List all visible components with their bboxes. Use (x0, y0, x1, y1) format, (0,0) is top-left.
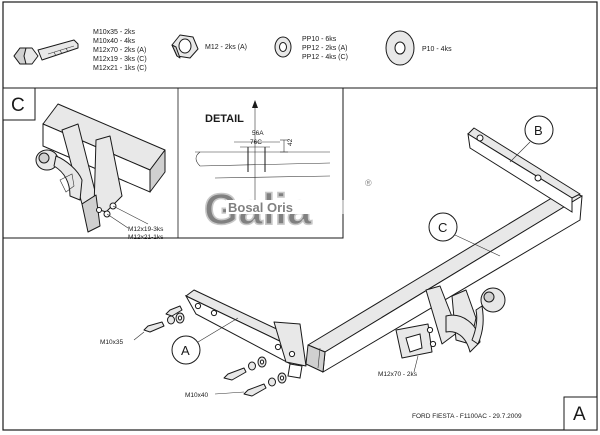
legend-small-washer-list: PP10 - 6ks PP12 - 2ks (A) PP12 - 4ks (C) (302, 36, 348, 61)
svg-text:C: C (438, 220, 447, 235)
legend-washer-line: PP12 - 2ks (A) (302, 45, 348, 52)
main-crossbar (305, 189, 583, 373)
legend-bolt-list: M10x35 - 2ks M10x40 - 4ks M12x70 - 2ks (… (93, 29, 147, 72)
legend-large-washer-label: P10 - 4ks (422, 46, 452, 53)
legend-bolt-line: M12x19 - 3ks (C) (93, 56, 147, 63)
svg-text:B: B (534, 123, 543, 138)
detail-dim-c: 76C (250, 139, 262, 146)
inset-bracket (35, 103, 166, 233)
watermark-reg: ® (365, 178, 372, 188)
detail-dim-v: 42 (287, 138, 294, 146)
left-side-arm (184, 289, 307, 379)
sheet-letter: A (573, 404, 586, 425)
towball-assembly (395, 285, 506, 373)
legend-nut-label: M12 - 2ks (A) (205, 44, 247, 51)
label-m12x70: M12x70 - 2ks (378, 371, 418, 378)
inset-bolt-label: M12x19-3ks (128, 226, 164, 233)
callout-a: A (171, 317, 239, 365)
inset-frame (2, 87, 344, 239)
title-block-model: FORD FIESTA - F1100AC - 29.7.2009 (412, 413, 522, 420)
inset-section-box (2, 87, 36, 121)
inset-section-letter: C (11, 95, 25, 116)
legend-large-washer (385, 30, 415, 66)
legend-bolt-line: M12x21 - 1ks (C) (93, 65, 147, 72)
legend-nut (171, 34, 199, 59)
label-m10x35: M10x35 (100, 339, 124, 346)
hardware-bottom (214, 356, 287, 397)
hardware-left (133, 305, 185, 341)
detail-dim-a: 56A (252, 130, 264, 137)
sheet-letter-box (563, 396, 598, 431)
detail-drawing (195, 100, 331, 200)
callout-c: C (428, 212, 501, 257)
legend-small-washer (274, 36, 292, 58)
label-m10x40: M10x40 (185, 392, 209, 399)
legend-washer-line: PP12 - 4ks (C) (302, 54, 348, 61)
detail-title: DETAIL (205, 113, 244, 125)
legend-washer-line: PP10 - 6ks (302, 36, 337, 43)
right-side-arm (467, 127, 581, 213)
legend-bolt-line: M10x40 - 4ks (93, 38, 136, 45)
legend-bolt-line: M12x70 - 2ks (A) (93, 47, 146, 54)
svg-text:A: A (181, 343, 190, 358)
legend-bolt-line: M10x35 - 2ks (93, 29, 136, 36)
inset-bolt-label: M12x21-1ks (128, 234, 164, 241)
watermark-sub: Bosal Oris (228, 200, 293, 215)
brand-watermark: Galia Bosal Oris ® (203, 178, 372, 235)
legend-bolt (13, 39, 79, 65)
callout-b: B (509, 115, 554, 163)
